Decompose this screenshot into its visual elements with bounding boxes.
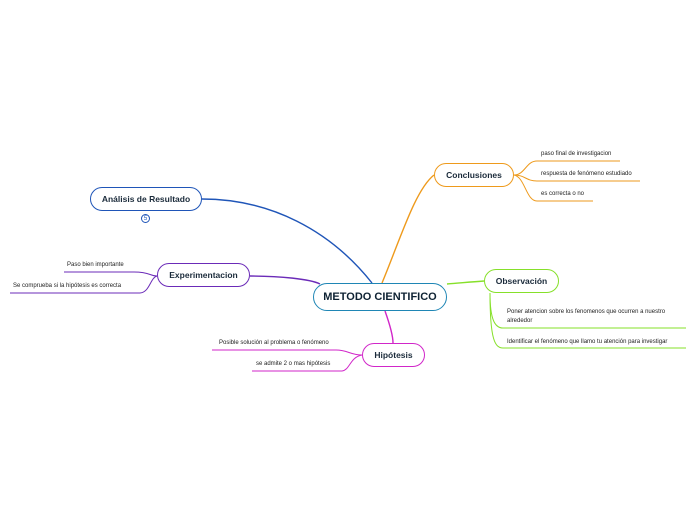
subtopic-hipotesis-1[interactable]: Posible solución al problema o fenómeno <box>219 340 329 346</box>
subtopic-hipotesis-2[interactable]: se admite 2 o mas hipótesis <box>256 361 331 367</box>
subtopic-conclusiones-3[interactable]: es correcta o no <box>541 191 585 197</box>
connector-conclusiones <box>381 174 435 284</box>
subtopic-observacion-2[interactable]: Identificar el fenómeno que llamo tu ate… <box>507 339 668 345</box>
subtopic-experimentacion-2[interactable]: Se comprueba si la hipótesis es correcta <box>13 283 122 289</box>
connector-obs-leaf-2 <box>489 292 504 349</box>
connector-con-leaf-3 <box>513 174 538 202</box>
connector-experimentacion <box>249 275 321 285</box>
subtopic-observacion-1[interactable]: Poner atencion sobre los fenomenos que o… <box>507 309 666 324</box>
connector-exp-leaf-1 <box>133 271 158 277</box>
connector-exp-leaf-2 <box>139 275 158 294</box>
subtopic-experimentacion-1[interactable]: Paso bien importante <box>67 262 124 268</box>
connector-observacion <box>446 280 485 285</box>
connector-con-leaf-2 <box>513 174 538 182</box>
connector-hip-leaf-1 <box>335 349 363 356</box>
subtopic-conclusiones-2[interactable]: respuesta de fenómeno estudiado <box>541 171 632 177</box>
central-topic[interactable]: METODO CIENTIFICO <box>313 283 447 311</box>
topic-experimentacion[interactable]: Experimentacion <box>157 263 250 287</box>
connector-con-leaf-1 <box>513 160 538 176</box>
connector-analisis <box>201 198 373 284</box>
topic-analisis-de-resultado[interactable]: Análisis de Resultado <box>90 187 202 211</box>
collapsed-children-badge[interactable]: 5 <box>141 214 150 223</box>
topic-conclusiones[interactable]: Conclusiones <box>434 163 514 187</box>
connector-hip-leaf-2 <box>341 354 363 372</box>
connector-obs-leaf-1 <box>489 292 504 329</box>
topic-hipotesis[interactable]: Hipótesis <box>362 343 425 367</box>
connector-hipotesis <box>384 310 394 344</box>
subtopic-conclusiones-1[interactable]: paso final de investigacion <box>541 151 612 157</box>
topic-observacion[interactable]: Observación <box>484 269 559 293</box>
